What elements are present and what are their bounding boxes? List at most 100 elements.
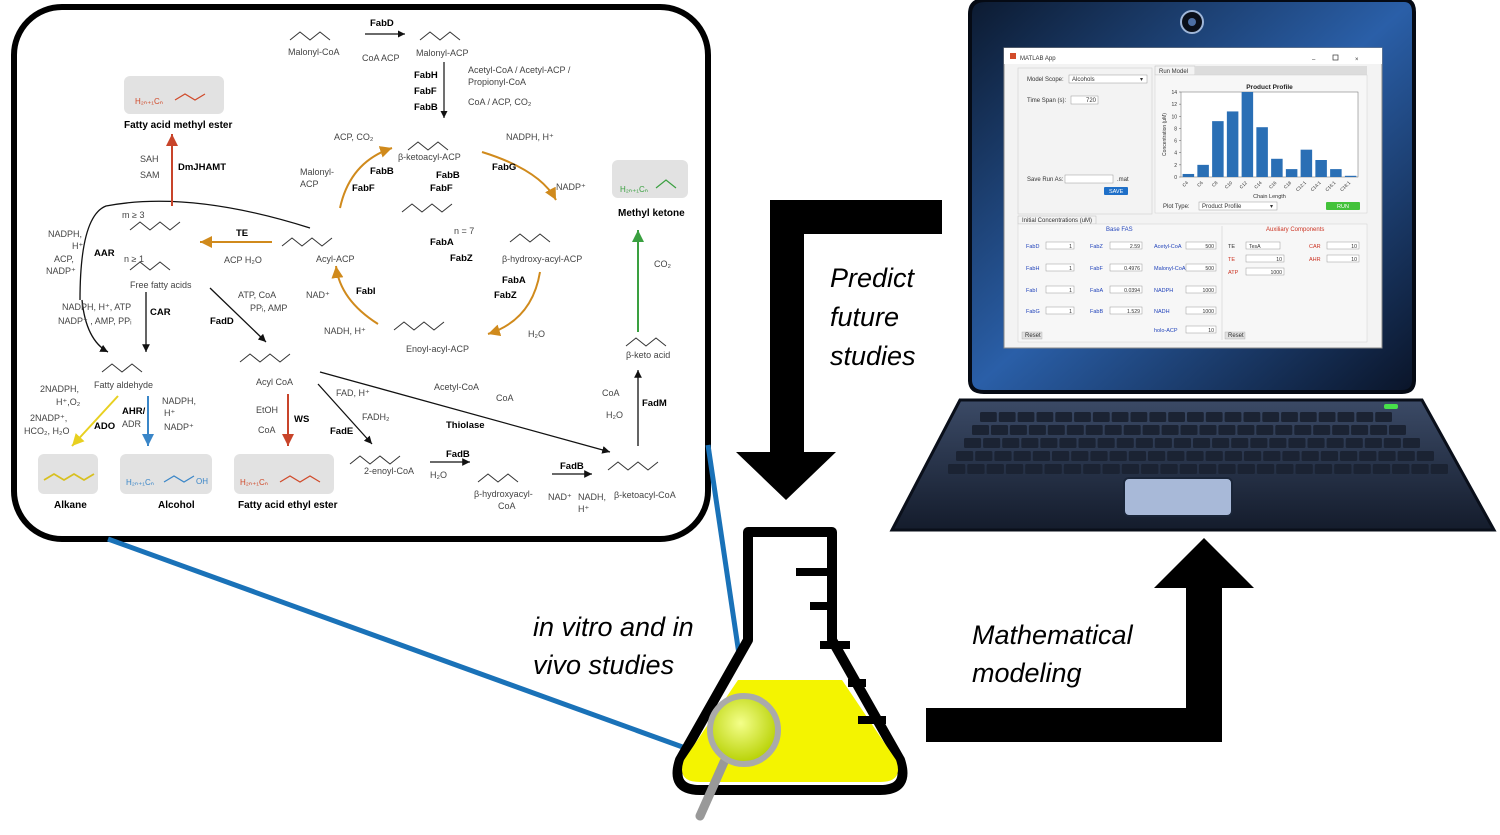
field-input-Acetyl-CoA[interactable] [1185,241,1217,250]
keyboard-key[interactable] [1002,438,1020,448]
field-input-NADH[interactable] [1185,306,1217,315]
keyboard-key[interactable] [991,425,1008,435]
keyboard-key[interactable] [1021,438,1039,448]
keyboard-key[interactable] [1320,451,1338,461]
keyboard-key[interactable] [972,425,989,435]
keyboard-key[interactable] [1224,412,1242,422]
keyboard-key[interactable] [1212,438,1230,448]
aux-input-TE[interactable] [1245,241,1281,250]
keyboard-key[interactable] [1281,412,1298,422]
run-button[interactable] [1326,202,1360,210]
field-input-FabG[interactable] [1045,306,1075,315]
keyboard-key[interactable] [983,438,1001,448]
keyboard-key[interactable] [1326,438,1344,448]
close-icon[interactable]: × [1355,57,1359,63]
keyboard-key[interactable] [1237,425,1255,435]
keyboard-key[interactable] [1359,451,1377,461]
keyboard-key[interactable] [1040,438,1058,448]
keyboard-key[interactable] [1334,464,1352,474]
keyboard-key[interactable] [1370,425,1388,435]
aux-input-AHR[interactable] [1326,254,1360,263]
keyboard-key[interactable] [1364,438,1382,448]
keyboard-key[interactable] [1340,451,1358,461]
keyboard-key[interactable] [1179,464,1197,474]
keyboard-key[interactable] [1307,438,1325,448]
keyboard-key[interactable] [1430,464,1448,474]
field-input-FabB[interactable] [1109,306,1143,315]
keyboard-key[interactable] [1160,464,1178,474]
keyboard-key[interactable] [1167,451,1185,461]
keyboard-key[interactable] [1276,464,1294,474]
keyboard-key[interactable] [1218,464,1236,474]
keyboard-key[interactable] [994,451,1012,461]
field-input-FabF[interactable] [1109,263,1143,272]
keyboard-key[interactable] [1085,425,1103,435]
keyboard-key[interactable] [1135,438,1153,448]
reset-button-left[interactable] [1021,331,1043,340]
keyboard-key[interactable] [1205,451,1223,461]
keyboard-key[interactable] [1199,464,1217,474]
keyboard-key[interactable] [1237,464,1255,474]
keyboard-key[interactable] [1411,464,1429,474]
keyboard-key[interactable] [1047,425,1065,435]
keyboard-key[interactable] [998,412,1016,422]
time-span-input[interactable] [1070,95,1099,105]
keyboard-key[interactable] [1313,425,1331,435]
keyboard-key[interactable] [1269,438,1287,448]
keyboard-key[interactable] [1005,464,1024,474]
keyboard-key[interactable] [1314,464,1333,474]
keyboard-key[interactable] [1168,412,1185,422]
keyboard-key[interactable] [1199,425,1217,435]
keyboard-key[interactable] [1149,412,1167,422]
keyboard-key[interactable] [1383,438,1401,448]
keyboard-key[interactable] [1036,412,1054,422]
keyboard-key[interactable] [1066,425,1084,435]
maximize-icon[interactable] [1332,54,1339,61]
keyboard-key[interactable] [1130,412,1148,422]
keyboard-key[interactable] [1025,464,1043,474]
keyboard-key[interactable] [1121,464,1140,474]
field-input-holo-ACP[interactable] [1185,325,1217,334]
touchpad[interactable] [1123,477,1233,517]
keyboard-key[interactable] [1263,451,1281,461]
keyboard-key[interactable] [967,464,985,474]
keyboard-key[interactable] [1392,464,1410,474]
field-input-FabI[interactable] [1045,285,1075,294]
keyboard-key[interactable] [1032,451,1050,461]
keyboard-key[interactable] [986,464,1004,474]
keyboard-key[interactable] [1078,438,1096,448]
keyboard-key[interactable] [1332,425,1350,435]
keyboard-key[interactable] [1351,425,1369,435]
keyboard-key[interactable] [1142,425,1160,435]
keyboard-key[interactable] [1028,425,1046,435]
keyboard-key[interactable] [1256,464,1275,474]
keyboard-key[interactable] [1205,412,1223,422]
keyboard-key[interactable] [1244,451,1262,461]
save-run-input[interactable] [1064,174,1114,184]
keyboard-key[interactable] [1090,451,1108,461]
field-input-NADPH[interactable] [1185,285,1217,294]
keyboard-key[interactable] [1193,438,1211,448]
keyboard-key[interactable] [1275,425,1293,435]
keyboard-key[interactable] [1092,412,1110,422]
keyboard-key[interactable] [975,451,993,461]
keyboard-key[interactable] [1102,464,1120,474]
keyboard-key[interactable] [1375,412,1392,422]
keyboard-key[interactable] [956,451,974,461]
field-input-FabD[interactable] [1045,241,1075,250]
keyboard-key[interactable] [1187,412,1204,422]
keyboard-key[interactable] [1148,451,1166,461]
field-input-FabH[interactable] [1045,263,1075,272]
keyboard-key[interactable] [1161,425,1179,435]
keyboard-key[interactable] [1294,425,1312,435]
keyboard-key[interactable] [1141,464,1159,474]
keyboard-key[interactable] [964,438,982,448]
keyboard-key[interactable] [1109,451,1127,461]
keyboard-key[interactable] [1111,412,1129,422]
keyboard-key[interactable] [1074,412,1091,422]
keyboard-key[interactable] [1044,464,1062,474]
keyboard-key[interactable] [1372,464,1391,474]
keyboard-key[interactable] [1256,425,1274,435]
keyboard-key[interactable] [1282,451,1300,461]
keyboard-key[interactable] [1052,451,1070,461]
